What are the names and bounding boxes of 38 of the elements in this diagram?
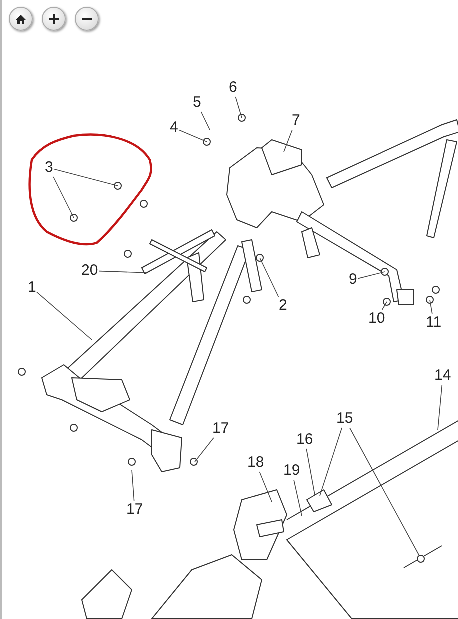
callout-number: 2 [279, 298, 288, 314]
callout-number: 17 [126, 502, 144, 518]
callout-number: 1 [28, 280, 36, 296]
leader-line [53, 176, 74, 218]
leader-line [99, 270, 148, 274]
callout-number: 17 [212, 421, 230, 437]
leader-line [178, 130, 208, 142]
callout-number: 10 [368, 311, 386, 327]
leader-line [438, 384, 443, 430]
leader-line [284, 130, 293, 152]
leader-line [200, 112, 210, 130]
leader-line [358, 272, 386, 280]
leader-line [194, 438, 214, 462]
callout-number: 5 [193, 95, 202, 111]
callout-number: 11 [426, 315, 442, 331]
leader-line [382, 302, 388, 310]
leader-line [306, 448, 316, 496]
leader-line [320, 428, 342, 496]
leader-line [235, 96, 242, 118]
leader-line [430, 300, 433, 314]
callout-number: 6 [229, 80, 238, 96]
callout-number: 20 [82, 263, 98, 279]
leader-line [36, 292, 92, 340]
callout-number: 4 [170, 120, 178, 136]
leader-line [259, 472, 272, 502]
callout-number: 3 [45, 160, 54, 176]
callout-number: 15 [336, 411, 354, 427]
leader-line [260, 258, 280, 298]
leader-line [350, 428, 420, 556]
leader-line [132, 470, 135, 502]
leader-line [54, 168, 118, 186]
callout-number: 18 [248, 455, 264, 471]
callout-number: 16 [296, 432, 314, 448]
callout-number: 9 [349, 272, 358, 288]
leader-line [294, 480, 302, 516]
callout-number: 7 [292, 113, 300, 129]
callout-number: 14 [434, 368, 452, 384]
callout-number: 19 [284, 463, 300, 479]
